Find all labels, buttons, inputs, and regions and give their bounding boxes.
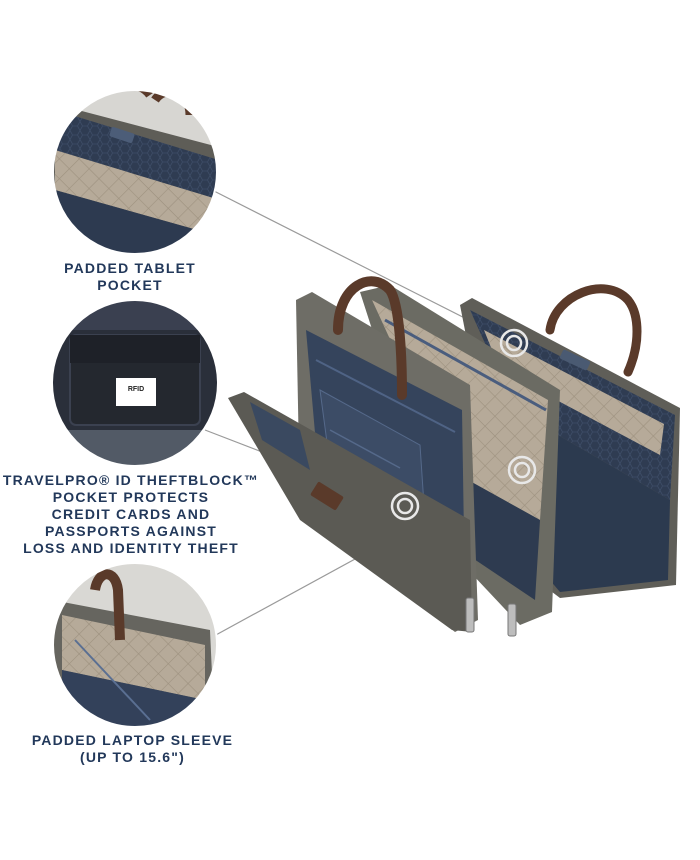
detail-circle-theftblock-border (51, 299, 219, 467)
callout-line-tablet (211, 189, 513, 343)
caption-line: LOSS AND IDENTITY THEFT (23, 540, 239, 556)
target-ring-laptop (507, 455, 537, 485)
target-ring-theftblock (390, 491, 420, 521)
detail-circle-tablet-border (52, 89, 218, 255)
caption-line: PADDED LAPTOP SLEEVE (31, 732, 234, 748)
caption-line: PADDED TABLET (64, 260, 196, 276)
open-briefcase (228, 276, 680, 637)
caption-line: PASSPORTS AGAINST (44, 523, 218, 539)
caption-line: CREDIT CARDS AND (51, 506, 211, 522)
caption-line: POCKET PROTECTS (52, 489, 210, 505)
rfid-label-text: RFID (128, 386, 144, 393)
rfid-label (116, 378, 156, 406)
target-ring-tablet (499, 328, 529, 358)
detail-circle-laptop-border (52, 562, 218, 728)
caption-theftblock-pocket: TRAVELPRO® ID THEFTBLOCK™ POCKET PROTECT… (0, 472, 262, 557)
caption-laptop-sleeve: PADDED LAPTOP SLEEVE (UP TO 15.6") (20, 732, 245, 766)
caption-line: (UP TO 15.6") (80, 749, 185, 765)
caption-tablet-pocket: PADDED TABLET POCKET (40, 260, 220, 294)
detail-circle-laptop (53, 563, 217, 727)
caption-line: POCKET (97, 277, 163, 293)
caption-line: TRAVELPRO® ID THEFTBLOCK™ (2, 472, 260, 488)
detail-circle-tablet (53, 90, 217, 254)
